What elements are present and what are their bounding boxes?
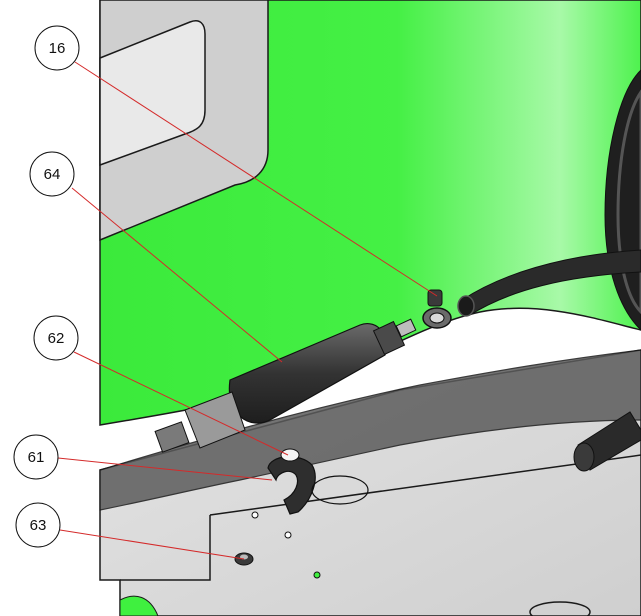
- callout-61: 61: [13, 434, 59, 480]
- leader-61: [57, 457, 273, 481]
- callout-62: 62: [33, 315, 79, 361]
- bottom-green-strip: [119, 595, 159, 616]
- callout-16: 16: [34, 25, 80, 71]
- svg-text:61: 61: [28, 449, 45, 466]
- svg-text:16: 16: [49, 40, 66, 57]
- leader-62: [73, 351, 289, 456]
- callout-63: 63: [15, 502, 61, 548]
- callout-64: 64: [29, 151, 75, 197]
- channel: [99, 349, 641, 511]
- svg-text:62: 62: [48, 330, 65, 347]
- wheel-rim: [616, 89, 641, 315]
- hose-clamp: [422, 289, 452, 329]
- leader-63: [59, 529, 245, 560]
- leader-16: [74, 61, 438, 297]
- leader-lines: [57, 61, 438, 560]
- valve-fitting: [154, 318, 417, 453]
- svg-text:63: 63: [30, 517, 47, 534]
- mounting-clip: [267, 448, 316, 515]
- knob: [573, 411, 641, 472]
- plate-bend: [209, 454, 641, 516]
- plate-fold-front: [120, 515, 211, 581]
- hose: [461, 249, 641, 316]
- svg-text:64: 64: [44, 166, 61, 183]
- leader-64: [71, 187, 283, 363]
